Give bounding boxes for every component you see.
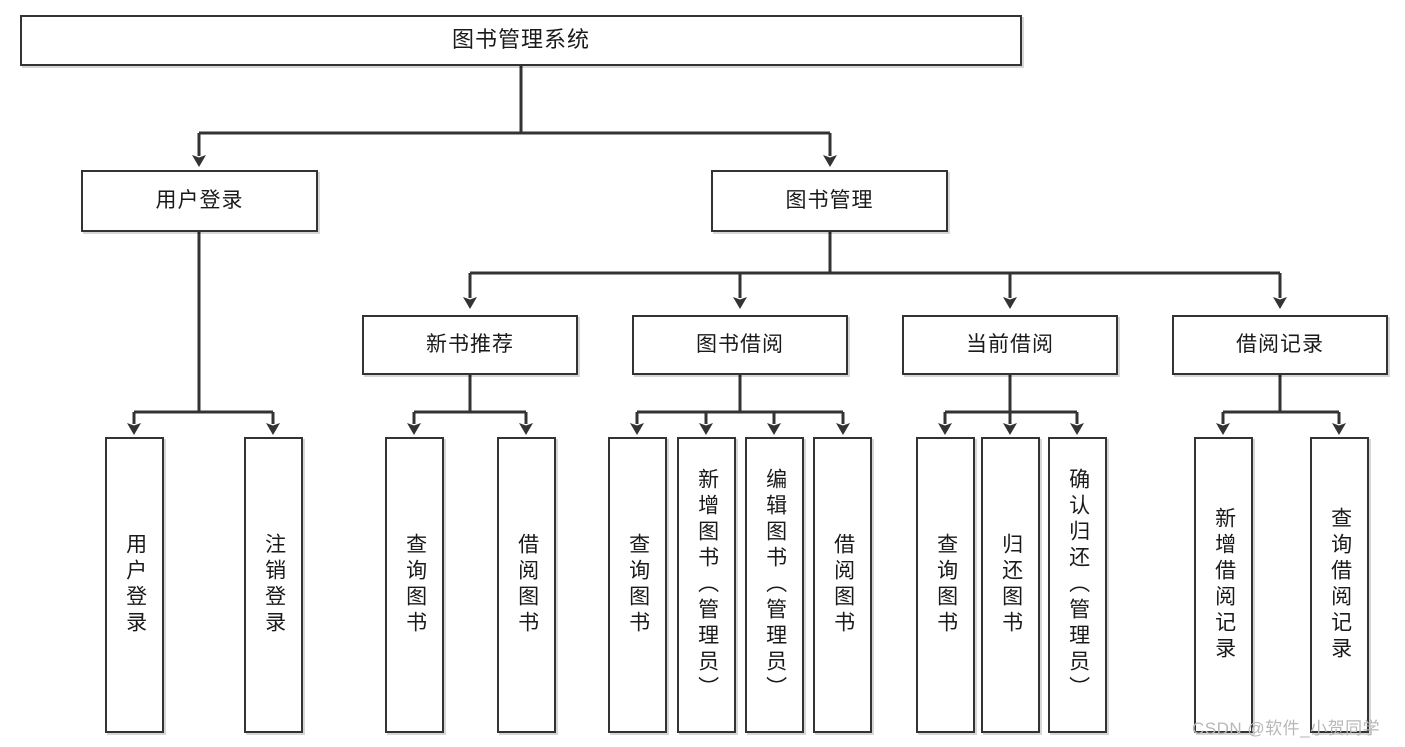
leaf-borrow-book-2[interactable]: 借阅图书: [813, 437, 872, 733]
leaf-confirm-return[interactable]: 确认归还（管理员）: [1048, 437, 1107, 733]
node-root[interactable]: 图书管理系统: [20, 15, 1022, 66]
node-book-management[interactable]: 图书管理: [711, 170, 948, 232]
node-new-book-recommend[interactable]: 新书推荐: [362, 315, 578, 375]
node-borrow-record[interactable]: 借阅记录: [1172, 315, 1388, 375]
leaf-add-record[interactable]: 新增借阅记录: [1194, 437, 1253, 733]
leaf-borrow-book-1[interactable]: 借阅图书: [497, 437, 556, 733]
leaf-query-book-3[interactable]: 查询图书: [916, 437, 975, 733]
leaf-query-book-1[interactable]: 查询图书: [385, 437, 444, 733]
leaf-query-book-2[interactable]: 查询图书: [608, 437, 667, 733]
leaf-query-record[interactable]: 查询借阅记录: [1310, 437, 1369, 733]
leaf-edit-book[interactable]: 编辑图书（管理员）: [745, 437, 804, 733]
node-book-borrow[interactable]: 图书借阅: [632, 315, 848, 375]
watermark-text: CSDN @软件_小贺同学: [1192, 719, 1381, 738]
node-user-login[interactable]: 用户登录: [81, 170, 318, 232]
leaf-user-login[interactable]: 用户登录: [105, 437, 164, 733]
node-current-borrow[interactable]: 当前借阅: [902, 315, 1118, 375]
leaf-return-book[interactable]: 归还图书: [981, 437, 1040, 733]
leaf-user-logout[interactable]: 注销登录: [244, 437, 303, 733]
leaf-add-book[interactable]: 新增图书（管理员）: [677, 437, 736, 733]
